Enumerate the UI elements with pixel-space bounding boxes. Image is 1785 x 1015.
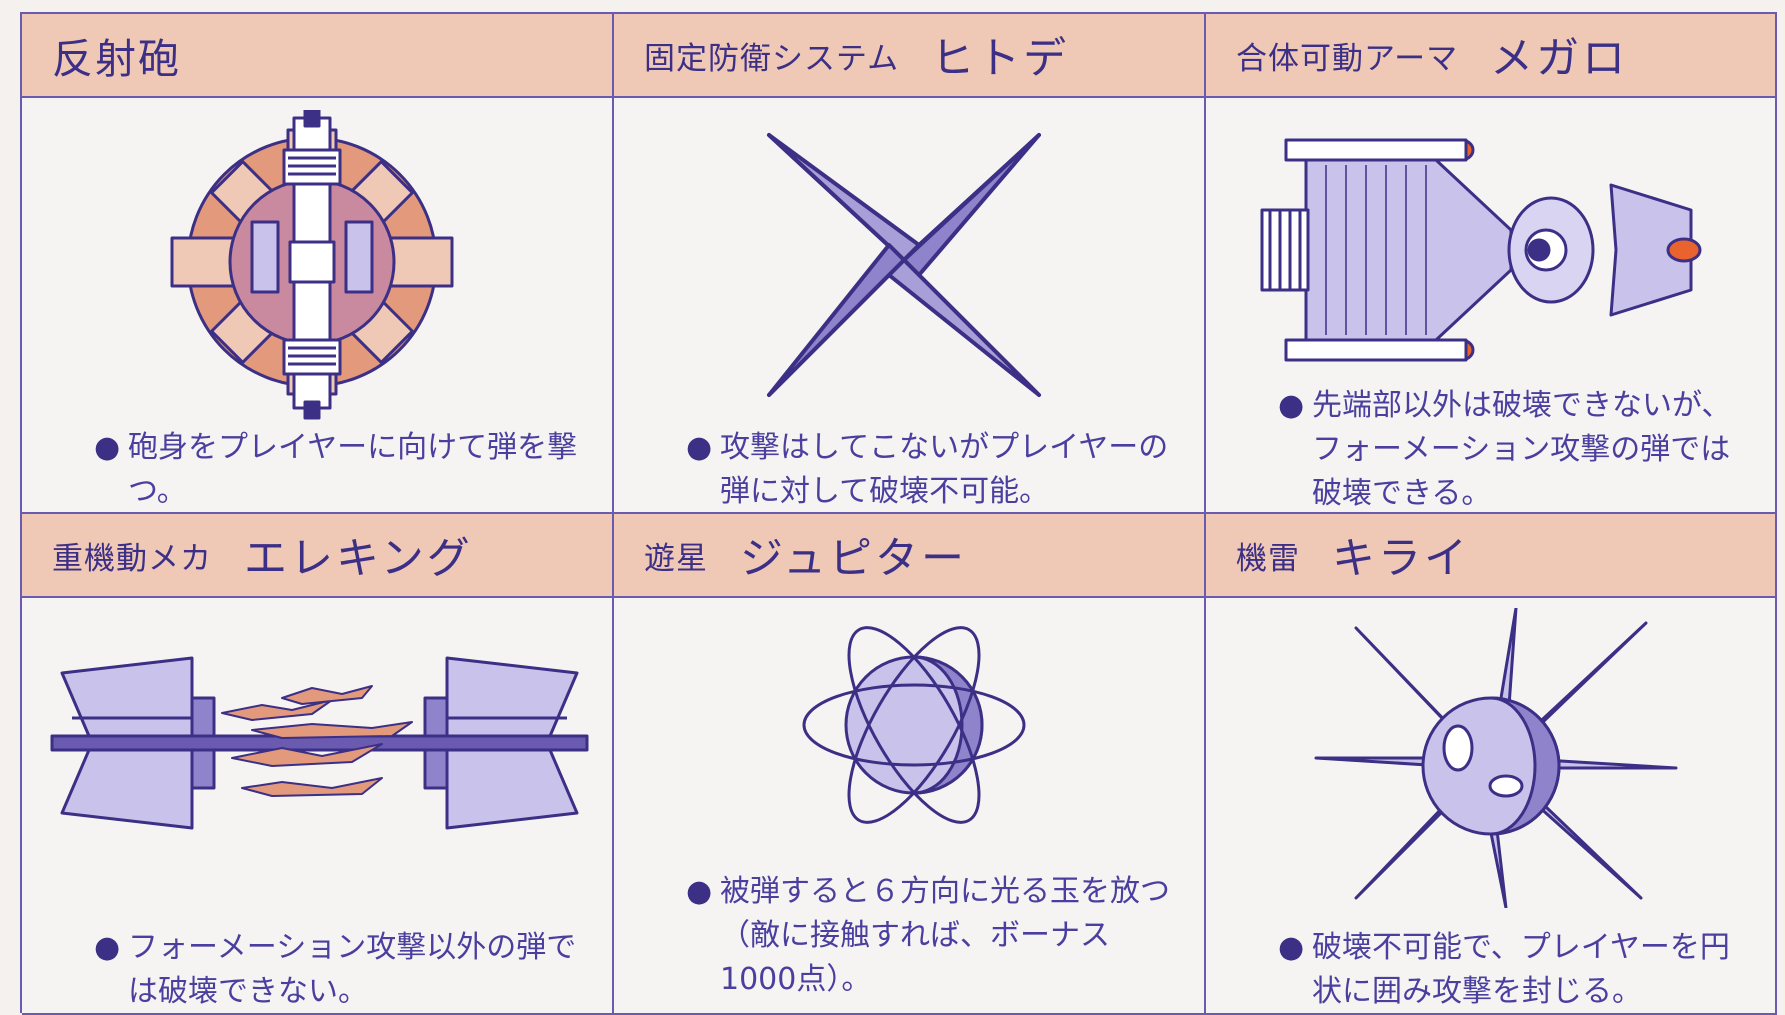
card-category: 反射砲 [52, 35, 181, 83]
enemy-card-jupiter: 遊星 ジュピター ●被弾すると６方向に光る玉を放つ（敵に接触すれば、ボーナス10… [614, 514, 1206, 1015]
card-description: ●破壊不可能で、プレイヤーを円状に囲み攻撃を封じる。 [1278, 926, 1755, 1014]
bullet-icon: ● [686, 874, 713, 909]
spiked-mine-sprite-icon [1314, 608, 1678, 908]
bullet-icon: ● [94, 430, 121, 465]
card-name: ジュピター [740, 534, 967, 584]
card-name: キライ [1332, 534, 1470, 584]
card-category: 重機動メカ [52, 540, 212, 577]
card-description: ●フォーメーション攻撃以外の弾では破壊できない。 [94, 926, 592, 1014]
card-header: 遊星 ジュピター [614, 514, 1204, 598]
starfish-sprite-icon [767, 133, 1041, 397]
enemy-card-reflector: 反射砲 [22, 14, 614, 514]
bullet-icon: ● [1278, 930, 1305, 965]
enemy-card-starfish: 固定防衛システム ヒトデ ●攻撃はしてこないがプレイヤーの弾に対して破壊不可能。 [614, 14, 1206, 514]
card-header: 重機動メカ エレキング [22, 514, 612, 598]
bullet-icon: ● [94, 930, 121, 965]
card-category: 固定防衛システム [644, 40, 900, 77]
card-description: ●攻撃はしてこないがプレイヤーの弾に対して破壊不可能。 [686, 426, 1184, 514]
card-category: 遊星 [644, 540, 708, 577]
card-name: エレキング [244, 534, 473, 584]
enemy-card-kirai: 機雷 キライ ●破壊不可能で、プレイヤーを円状に囲み攻撃を封じる。 [1206, 514, 1777, 1015]
card-name: ヒトデ [931, 34, 1070, 84]
card-header: 反射砲 [22, 14, 612, 98]
jupiter-planet-sprite-icon [802, 626, 1026, 824]
card-category: 機雷 [1236, 540, 1300, 577]
bullet-icon: ● [686, 430, 713, 465]
card-header: 固定防衛システム ヒトデ [614, 14, 1204, 98]
enemy-card-eleking: 重機動メカ エレキング ●フォーメー [22, 514, 614, 1015]
card-header: 合体可動アーマ メガロ [1206, 14, 1775, 98]
bullet-icon: ● [1278, 388, 1305, 423]
reflector-cannon-sprite-icon [170, 110, 454, 420]
enemy-grid: 反射砲 [20, 12, 1777, 1015]
enemy-card-megalo: 合体可動アーマ メガロ [1206, 14, 1777, 514]
card-header: 機雷 キライ [1206, 514, 1775, 598]
megalo-ship-sprite-icon [1260, 138, 1702, 362]
card-category: 合体可動アーマ [1236, 40, 1459, 77]
card-description: ●被弾すると６方向に光る玉を放つ（敵に接触すれば、ボーナス1000点）。 [686, 870, 1184, 1002]
eleking-sprite-icon [50, 656, 589, 830]
card-description: ●砲身をプレイヤーに向けて弾を撃つ。 [94, 426, 592, 514]
card-name: メガロ [1490, 34, 1629, 84]
card-description: ●先端部以外は破壊できないが、フォーメーション攻撃の弾では破壊できる。 [1278, 384, 1755, 516]
